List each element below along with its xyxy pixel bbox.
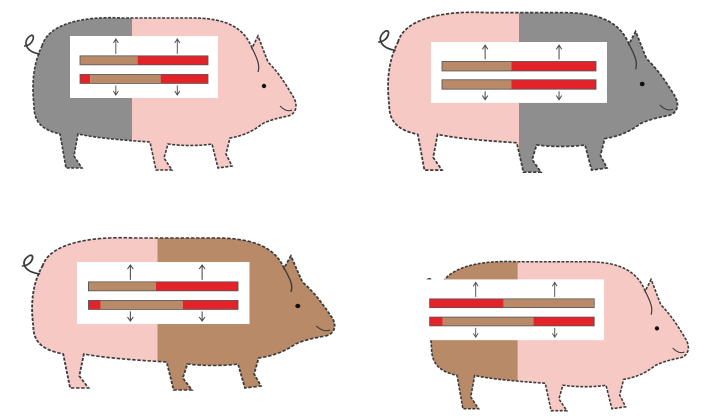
chromosome-segment-brown xyxy=(443,317,534,326)
chromosome-bar xyxy=(430,317,595,326)
chromosome-segment-red xyxy=(138,56,208,65)
chromosome-bar xyxy=(430,299,595,308)
chromosome-segment-brown xyxy=(90,74,160,83)
chromosome-panel xyxy=(77,262,250,324)
chromosome-segment-red xyxy=(161,74,208,83)
chromosome-bar xyxy=(442,61,596,70)
chromosome-segment-red xyxy=(156,282,238,291)
chromosome-segment-red xyxy=(430,317,443,326)
pig-eye xyxy=(295,304,300,308)
chromosome-segment-brown xyxy=(89,282,156,291)
chromosome-panel xyxy=(420,279,604,340)
chromosome-bar xyxy=(89,300,239,309)
chromosome-segment-brown xyxy=(442,80,511,89)
chromosome-segment-red xyxy=(80,74,90,83)
chromosome-panel xyxy=(431,42,607,103)
chromosome-segment-brown xyxy=(442,61,511,70)
chromosome-segment-red xyxy=(511,80,596,89)
pig-bottom-right xyxy=(410,250,705,418)
chromosome-segment-red xyxy=(183,300,238,309)
chromosome-bar xyxy=(89,282,239,291)
chromosome-segment-red xyxy=(430,299,504,308)
chromosome-panel xyxy=(70,36,218,98)
pig-top-left xyxy=(12,6,432,186)
chromosome-segment-red xyxy=(511,61,596,70)
chromosome-segment-brown xyxy=(80,56,138,65)
chromosome-segment-red xyxy=(89,300,101,309)
chromosome-bar xyxy=(442,80,596,89)
chromosome-bar xyxy=(80,56,208,65)
pig-eye xyxy=(262,84,266,88)
pig-tail xyxy=(24,35,40,54)
pig-eye xyxy=(655,326,659,330)
chromosome-segment-brown xyxy=(100,300,182,309)
pig-top-right xyxy=(365,0,705,189)
pig-tail xyxy=(378,31,396,51)
pig-eye xyxy=(640,82,645,87)
pig-tail xyxy=(22,255,40,274)
chromosome-segment-red xyxy=(533,317,594,326)
chromosome-segment-brown xyxy=(504,299,595,308)
chromosome-bar xyxy=(80,74,208,83)
